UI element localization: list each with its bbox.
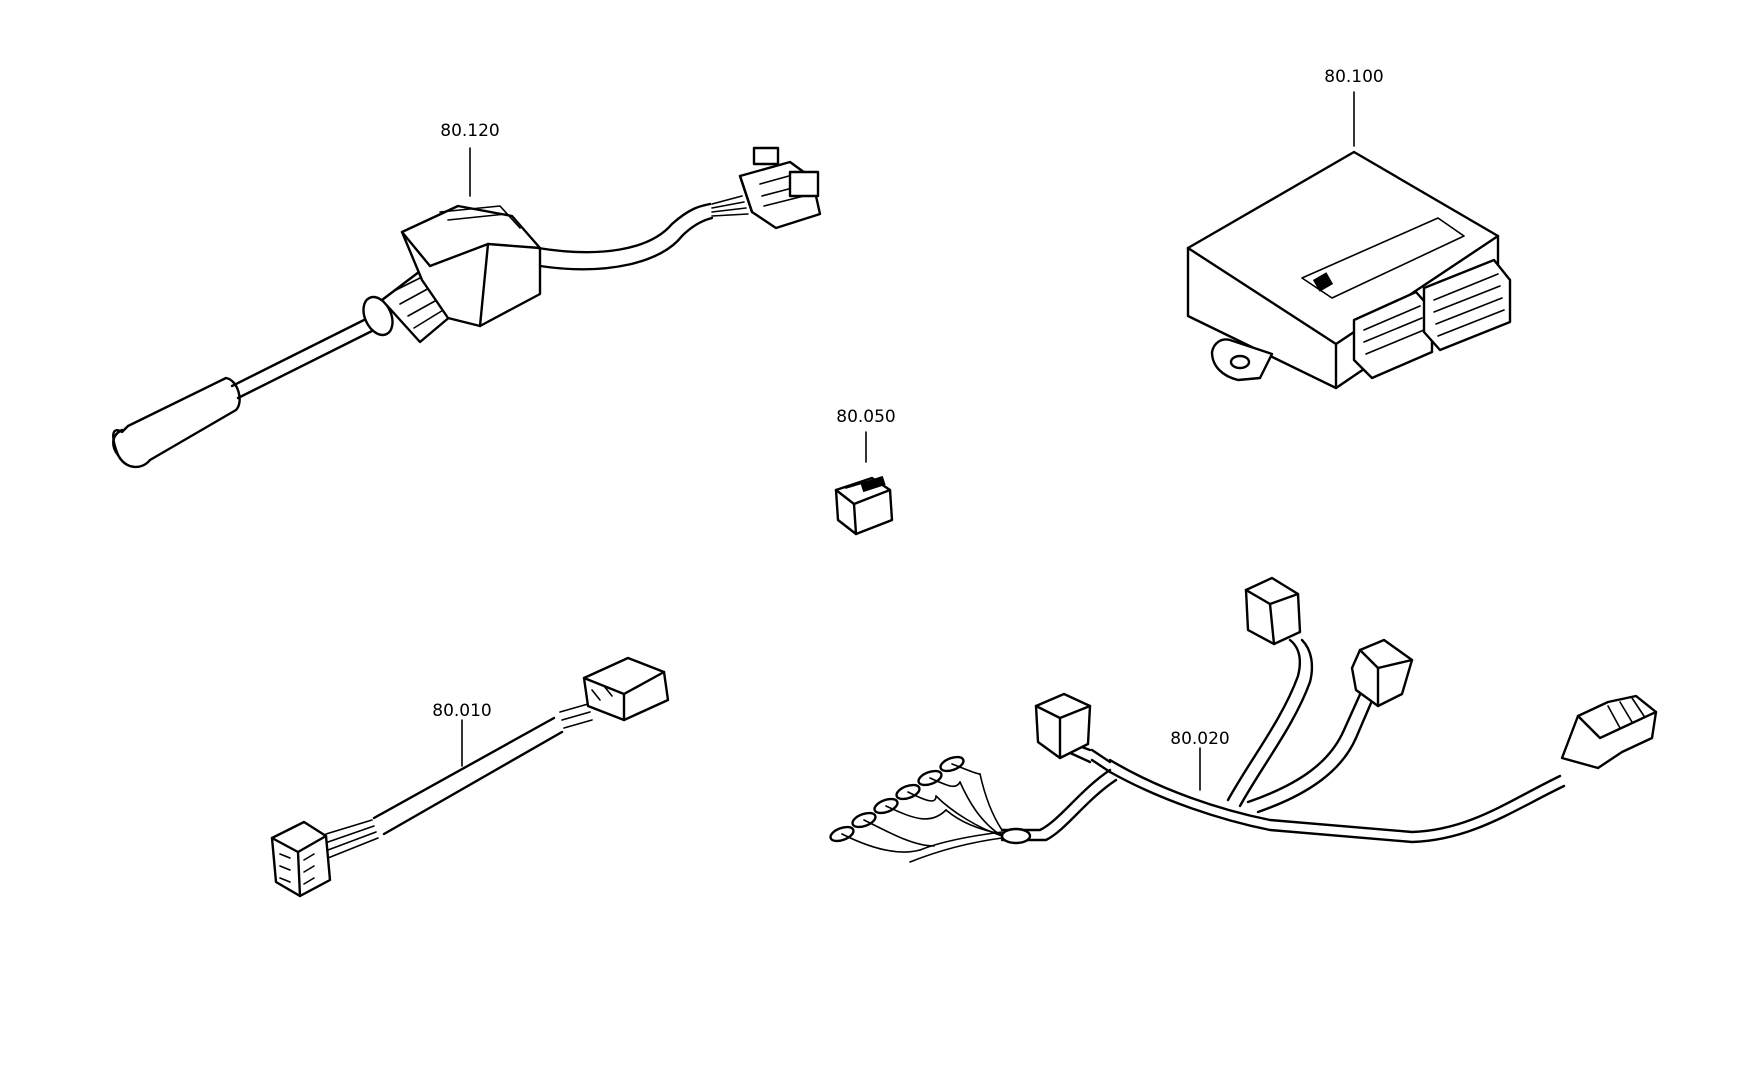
callout-label-80-120: 80.120 [440,121,499,141]
callout-label-80-100: 80.100 [1324,67,1383,87]
part-relay[interactable] [834,431,894,536]
part-lever-switch[interactable] [112,146,822,469]
callout-label-80-020: 80.020 [1170,729,1229,749]
part-cable[interactable] [270,656,670,898]
part-control-unit[interactable] [1186,91,1512,390]
part-wiring-harness[interactable] [829,576,1658,863]
callout-label-80-010: 80.010 [432,701,491,721]
callout-label-80-050: 80.050 [836,407,895,427]
